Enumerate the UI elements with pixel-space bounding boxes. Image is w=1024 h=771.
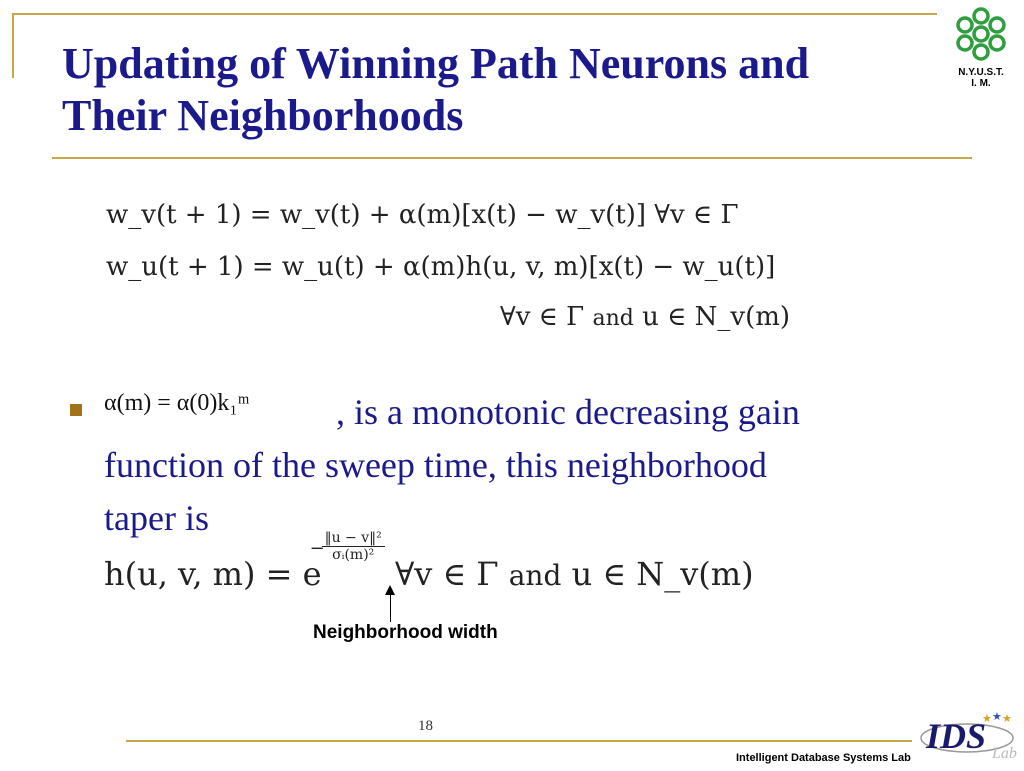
slide-title: Updating of Winning Path Neurons and The… (62, 38, 942, 142)
svg-text:★: ★ (1002, 713, 1012, 725)
alpha-formula: α(m) = α(0)k₁ᵐ (104, 390, 250, 416)
bullet-text-part-2: function of the sweep time, this neighbo… (104, 445, 767, 485)
exponent-numerator: ‖u − v‖² (321, 530, 385, 547)
h-equation-lhs: h(u, v, m) = e (104, 555, 322, 593)
h-equation-and: and (508, 559, 562, 592)
top-frame-line (12, 13, 937, 15)
equation-3: ∀v ∈ Γ and u ∈ N_v(m) (500, 302, 790, 332)
page-number: 18 (418, 718, 433, 734)
arrow-line (390, 590, 391, 622)
svg-text:★: ★ (982, 713, 992, 725)
equation-3-suffix: u ∈ N_v(m) (642, 302, 791, 332)
bullet-text-part-1: , is a monotonic decreasing gain (336, 392, 800, 432)
logo-text-line-2: I. M. (971, 78, 991, 89)
logo-text-line-1: N.Y.U.S.T. (958, 67, 1004, 78)
exponent-denominator: σᵢ(m)² (332, 547, 375, 563)
minus-sign: − (309, 538, 325, 559)
title-underline (52, 157, 972, 159)
ids-lab-logo: IDS Lab ★ ★ ★ (912, 708, 1017, 766)
title-line-1: Updating of Winning Path Neurons and (62, 39, 810, 88)
ids-logo-sub: Lab (991, 745, 1017, 762)
ids-logo-icon: IDS Lab ★ ★ ★ (920, 711, 1017, 762)
footer-line (126, 740, 912, 742)
equation-3-and: and (592, 306, 634, 331)
footer-lab-name: Intelligent Database Systems Lab (736, 752, 911, 764)
equation-2: w_u(t + 1) = w_u(t) + α(m)h(u, v, m)[x(t… (106, 252, 776, 282)
bullet-text: , is a monotonic decreasing gain functio… (104, 386, 974, 545)
bullet-text-part-3: taper is (104, 498, 209, 538)
title-line-2: Their Neighborhoods (62, 91, 464, 140)
nyust-logo: N.Y.U.S.T. I. M. (950, 6, 1012, 89)
svg-text:★: ★ (992, 711, 1002, 723)
bullet-square (70, 404, 82, 416)
h-equation-rhs-2: u ∈ N_v(m) (571, 555, 754, 593)
equation-3-prefix: ∀v ∈ Γ (500, 302, 585, 332)
left-frame-line (12, 13, 14, 78)
neighborhood-width-label: Neighborhood width (313, 622, 498, 643)
equation-1: w_v(t + 1) = w_v(t) + α(m)[x(t) − w_v(t)… (106, 200, 739, 230)
snowflake-logo-icon (956, 7, 1006, 61)
ids-logo-text: IDS (925, 716, 986, 756)
h-equation-rhs-1: ∀v ∈ Γ (394, 555, 499, 593)
